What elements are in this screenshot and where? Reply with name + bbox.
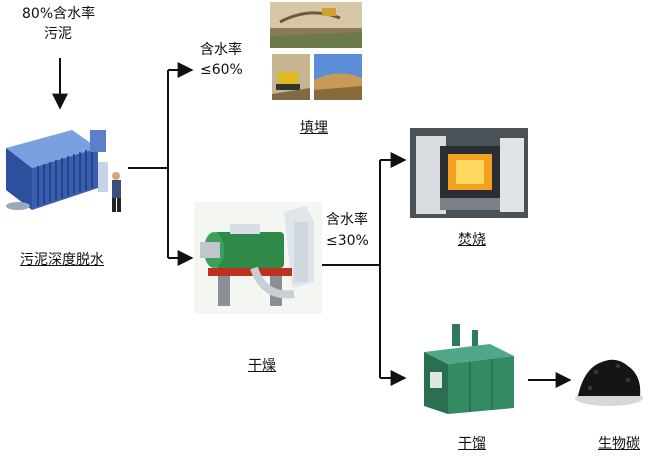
landfill-bulldozer-photo [272,54,310,100]
label-landfill: 填埋 [300,120,328,136]
input-label-line2: 污泥 [44,26,72,42]
carbonization-furnace-image [424,324,514,414]
branch-top-label-line1: 含水率 [200,42,242,58]
input-label-line1: 80%含水率 [22,6,96,22]
filter-press-image [6,130,121,212]
biochar-pile-image [575,359,643,406]
branch-bottom-label-line2: ≤30% [326,233,369,249]
branch-bottom-label-line1: 含水率 [326,212,368,228]
label-biochar: 生物碳 [598,436,640,452]
dryer-machine-image [194,202,322,314]
label-incineration: 焚烧 [458,232,486,248]
landfill-site-photo [314,54,362,100]
incinerator-photo [410,128,528,218]
branch-top-label-line2: ≤60% [200,62,243,78]
label-dewatering: 污泥深度脱水 [20,252,104,268]
label-carbonization: 干馏 [458,436,486,452]
landfill-excavator-photo [270,2,362,48]
label-drying: 干燥 [248,358,276,374]
